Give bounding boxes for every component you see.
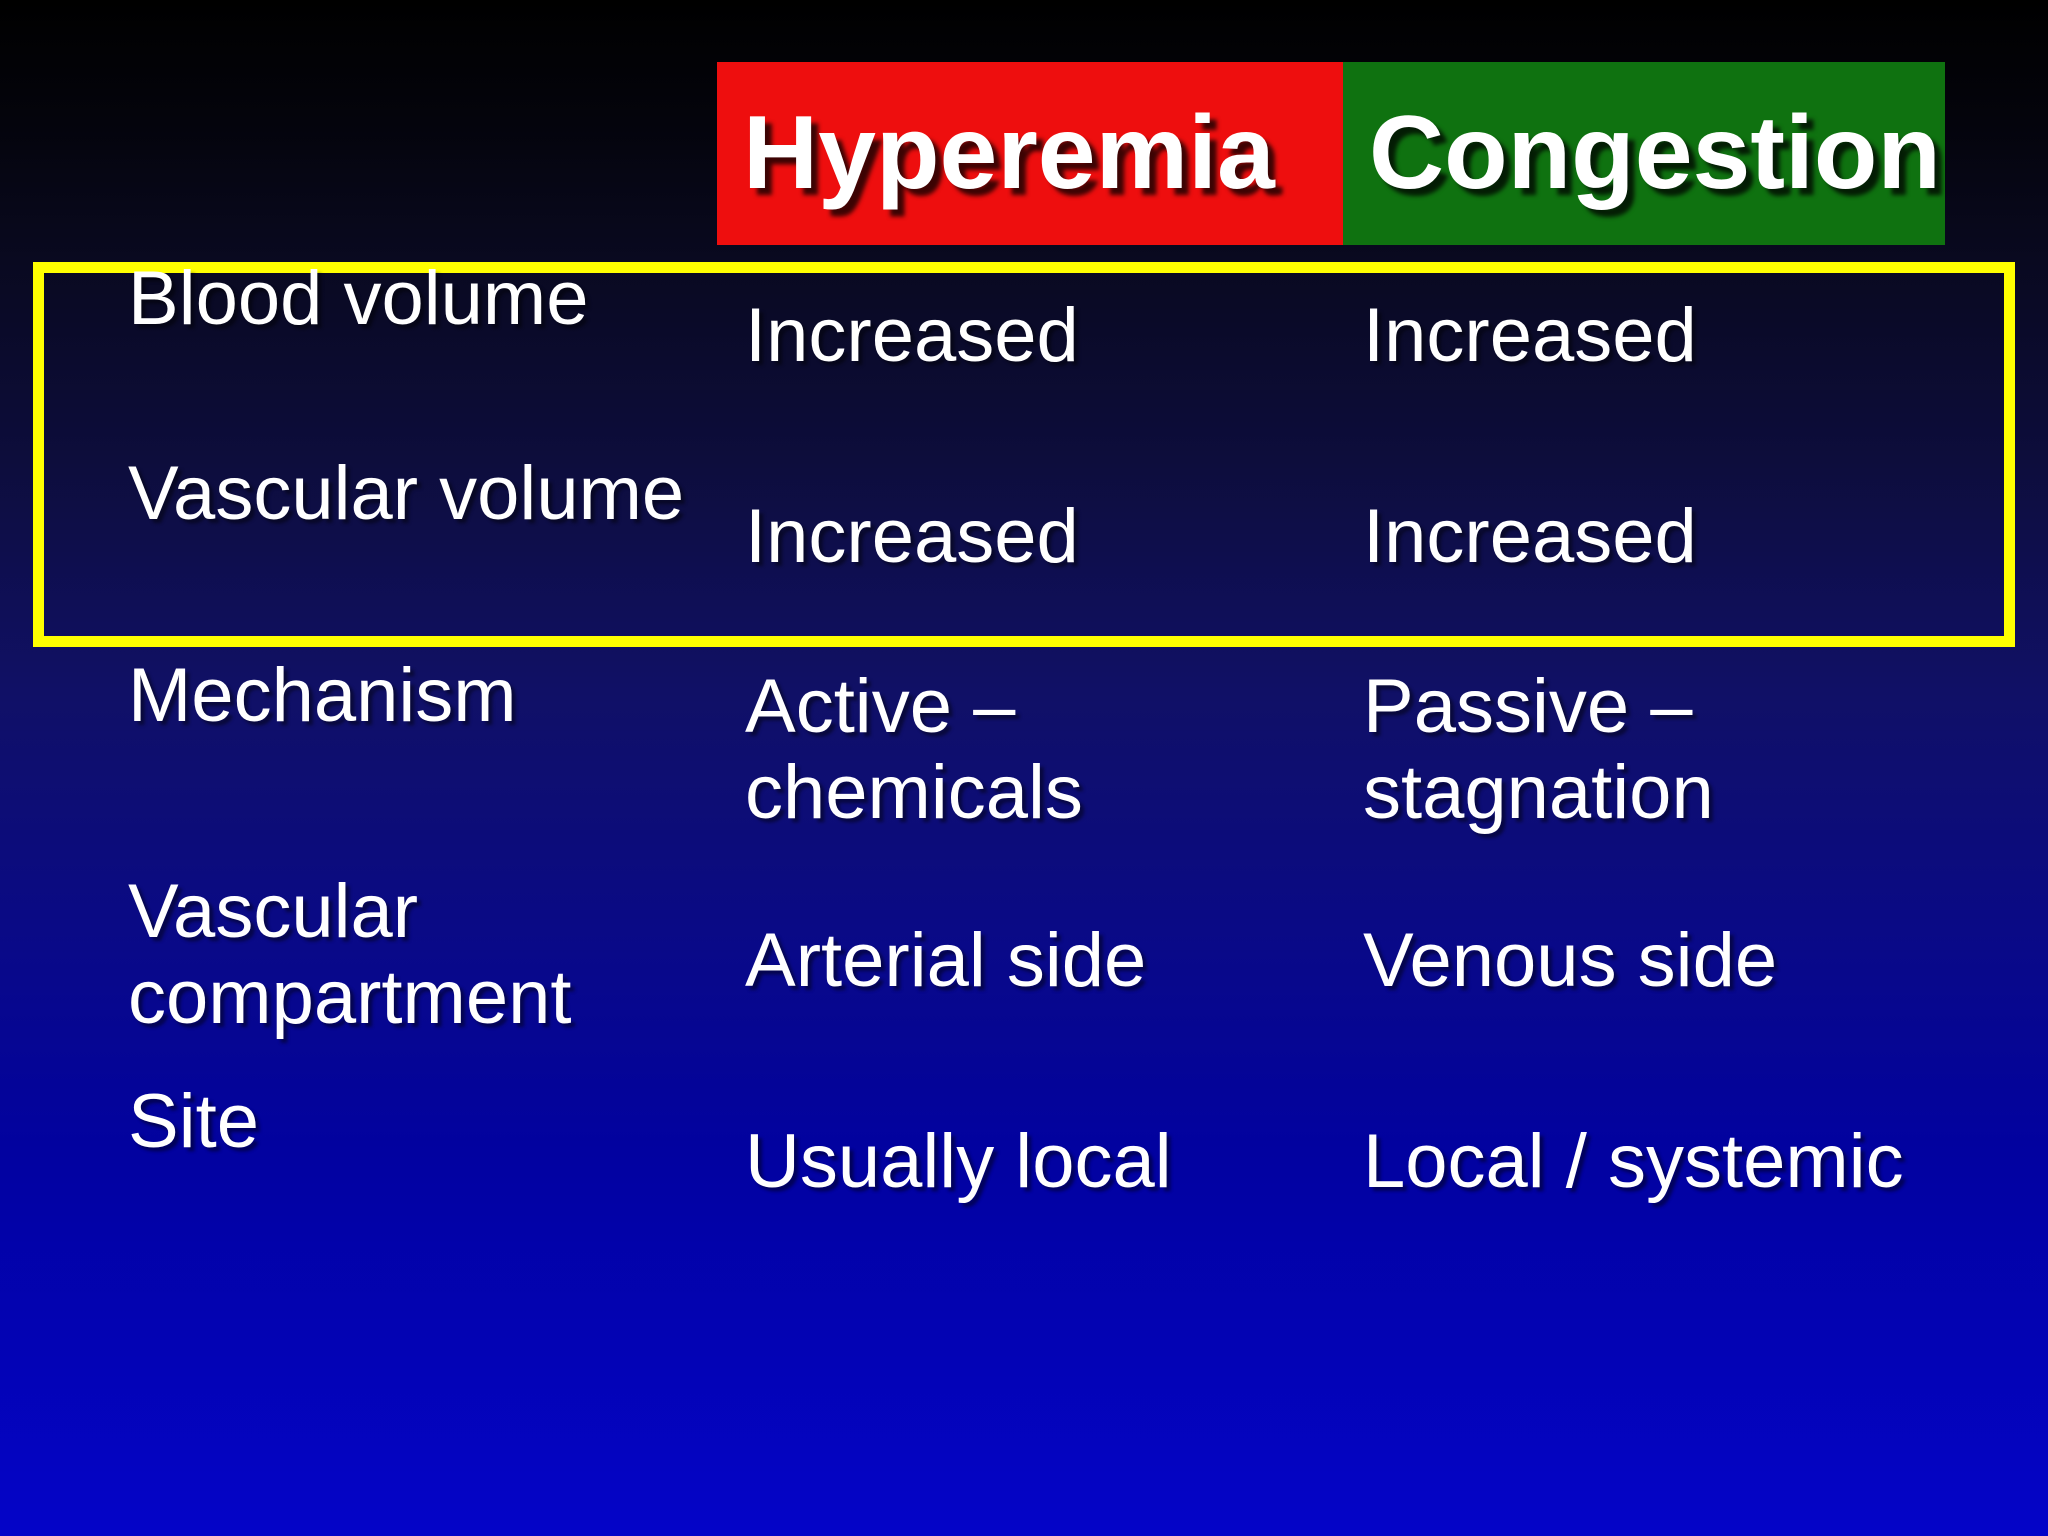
row-label-vascular-compartment: Vascular compartment: [128, 869, 572, 1040]
row-label-vascular-volume: Vascular volume: [128, 451, 685, 536]
cell-vascular-compartment-congestion: Venous side: [1363, 918, 1778, 1003]
cell-vascular-volume-hyperemia: Increased: [745, 494, 1079, 579]
cell-site-congestion: Local / systemic: [1363, 1119, 1904, 1204]
row-label-site: Site: [128, 1079, 259, 1164]
congestion-column-header: Congestion: [1343, 62, 1945, 245]
hyperemia-header-label: Hyperemia: [743, 95, 1275, 211]
row-label-mechanism: Mechanism: [128, 653, 517, 738]
congestion-header-label: Congestion: [1369, 95, 1941, 211]
cell-site-hyperemia: Usually local: [745, 1119, 1172, 1204]
cell-vascular-compartment-hyperemia: Arterial side: [745, 918, 1147, 1003]
cell-vascular-volume-congestion: Increased: [1363, 494, 1697, 579]
cell-blood-volume-congestion: Increased: [1363, 293, 1697, 378]
hyperemia-column-header: Hyperemia: [717, 62, 1343, 245]
yellow-highlight-box: [33, 262, 2015, 647]
cell-blood-volume-hyperemia: Increased: [745, 293, 1079, 378]
cell-mechanism-congestion: Passive – stagnation: [1363, 664, 1714, 835]
row-label-blood-volume: Blood volume: [128, 256, 589, 341]
cell-mechanism-hyperemia: Active – chemicals: [745, 664, 1083, 835]
